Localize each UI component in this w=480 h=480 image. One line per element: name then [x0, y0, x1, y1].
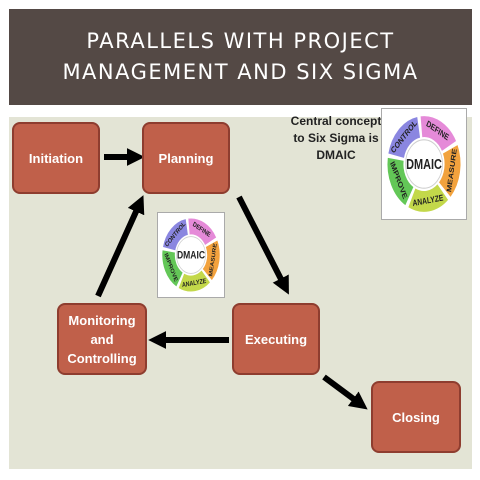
- dmaic-segment-measure: [201, 239, 221, 282]
- dmaic-label-measure: MEASURE: [209, 243, 219, 277]
- monitoring-label-line-2: and: [90, 331, 114, 347]
- title-line-1: PARALLELS WITH PROJECT: [86, 29, 395, 53]
- closing-box: Closing: [371, 381, 461, 453]
- dmaic-center-label: DMAIC: [177, 250, 205, 262]
- executing-label: Executing: [244, 331, 308, 347]
- dmaic-center-label: DMAIC: [406, 155, 442, 172]
- dmaic-center-circle: [405, 139, 443, 189]
- planning-label: Planning: [158, 150, 214, 166]
- dmaic-segment-define: [419, 115, 458, 153]
- arrow-executing-to-closing: [322, 374, 368, 410]
- dmaic-segment-control: [162, 218, 189, 252]
- monitoring-controlling-box: Monitoring and Controlling: [57, 303, 147, 375]
- note-line-1: Central concept: [290, 114, 382, 128]
- executing-box: Executing: [232, 303, 320, 375]
- note-line-2: to Six Sigma is: [293, 131, 379, 145]
- dmaic-segment-analyze: [407, 182, 450, 213]
- dmaic-segment-define: [187, 217, 218, 247]
- arrow-planning-to-executing: [236, 195, 289, 295]
- dmaic-segment-improve: [386, 156, 415, 207]
- title-line-2: MANAGEMENT AND SIX SIGMA: [62, 60, 419, 84]
- initiation-box: Initiation: [12, 122, 100, 194]
- note-line-3: DMAIC: [316, 148, 356, 162]
- dmaic-label-analyze: ANALYZE: [182, 278, 207, 289]
- initiation-label: Initiation: [28, 150, 84, 166]
- title-banner: PARALLELS WITH PROJECT MANAGEMENT AND SI…: [9, 9, 472, 105]
- dmaic-center-circle: [176, 236, 206, 274]
- dmaic-note: Central concept to Six Sigma is DMAIC: [290, 113, 382, 164]
- dmaic-segment-improve: [161, 249, 184, 288]
- dmaic-segment-analyze: [177, 269, 211, 293]
- dmaic-segment-measure: [437, 143, 462, 199]
- closing-label: Closing: [392, 409, 440, 425]
- monitoring-label-line-1: Monitoring: [68, 312, 136, 328]
- monitoring-label-line-3: Controlling: [67, 350, 137, 366]
- arrow-monitoring-to-planning: [95, 195, 145, 298]
- dmaic-segment-control: [387, 115, 421, 160]
- planning-box: Planning: [142, 122, 230, 194]
